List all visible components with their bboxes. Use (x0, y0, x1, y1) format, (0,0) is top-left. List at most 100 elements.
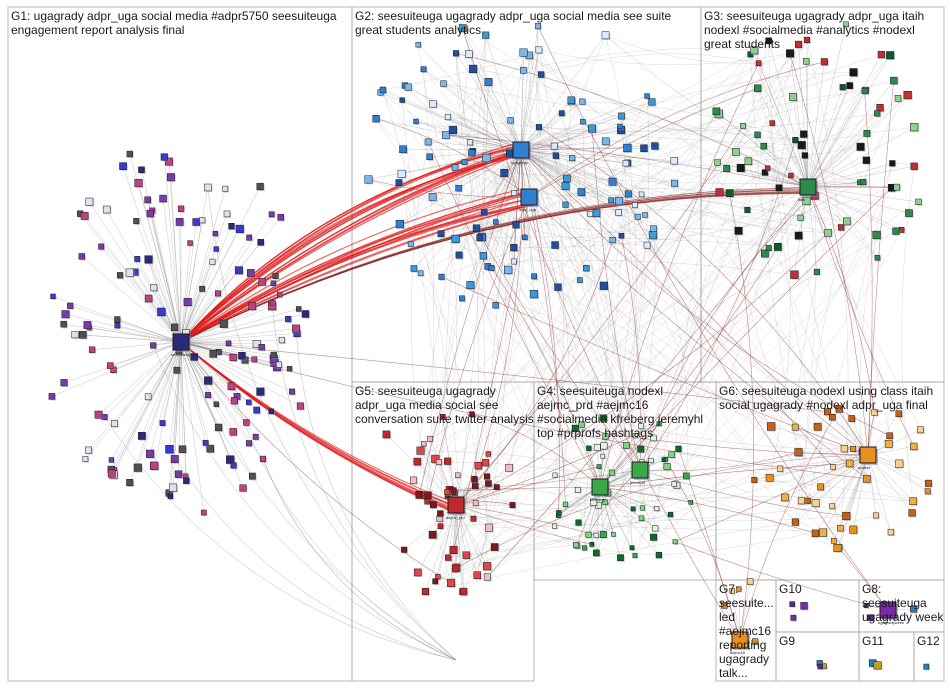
node[interactable] (630, 506, 636, 512)
node[interactable] (862, 156, 870, 164)
node[interactable] (144, 393, 152, 401)
node[interactable] (585, 531, 592, 538)
node[interactable] (159, 194, 167, 203)
node[interactable] (592, 209, 601, 218)
node[interactable] (824, 408, 831, 416)
node[interactable] (234, 266, 243, 275)
node[interactable] (246, 234, 253, 241)
node[interactable] (85, 446, 92, 454)
node[interactable] (801, 152, 808, 159)
node[interactable] (251, 356, 258, 363)
node[interactable] (214, 423, 223, 432)
node[interactable] (617, 554, 624, 562)
node[interactable] (228, 223, 235, 230)
node[interactable] (246, 399, 252, 406)
node[interactable] (910, 605, 918, 613)
node[interactable] (444, 489, 450, 495)
node[interactable] (618, 232, 625, 239)
node[interactable] (138, 166, 145, 174)
node[interactable] (437, 510, 444, 517)
node[interactable] (167, 493, 174, 500)
node[interactable] (79, 330, 87, 339)
node[interactable] (178, 445, 187, 453)
node[interactable] (204, 183, 212, 192)
node[interactable] (60, 320, 67, 328)
node[interactable] (144, 255, 153, 264)
node[interactable] (146, 449, 155, 458)
node[interactable] (248, 302, 257, 311)
node[interactable] (239, 484, 247, 492)
node[interactable] (401, 546, 408, 553)
node[interactable] (642, 212, 648, 218)
node[interactable] (596, 464, 602, 469)
node[interactable] (466, 281, 475, 290)
node[interactable] (895, 410, 903, 417)
node[interactable] (682, 472, 690, 480)
node[interactable] (215, 290, 221, 297)
node[interactable] (593, 549, 600, 557)
node[interactable] (157, 307, 166, 317)
node[interactable] (886, 432, 893, 439)
node[interactable] (285, 316, 292, 323)
node[interactable] (736, 163, 745, 172)
node[interactable] (551, 241, 559, 249)
node[interactable] (843, 217, 851, 226)
node[interactable] (472, 482, 479, 490)
node[interactable] (270, 351, 277, 359)
node[interactable] (150, 461, 159, 470)
node[interactable] (910, 123, 919, 132)
node[interactable] (444, 457, 452, 465)
node[interactable] (238, 352, 246, 360)
node[interactable] (481, 459, 490, 467)
node[interactable] (688, 499, 694, 505)
node[interactable] (668, 451, 675, 458)
node[interactable] (204, 376, 213, 385)
node[interactable] (476, 234, 484, 242)
node[interactable] (484, 473, 491, 480)
node[interactable] (638, 515, 645, 521)
node[interactable] (235, 224, 244, 233)
node[interactable] (256, 182, 264, 191)
node[interactable] (892, 227, 900, 235)
node[interactable] (415, 41, 421, 48)
node[interactable] (461, 159, 468, 165)
node[interactable] (750, 46, 759, 55)
node[interactable] (379, 86, 387, 94)
node[interactable] (209, 350, 218, 358)
node[interactable] (150, 342, 157, 349)
node[interactable] (529, 290, 539, 299)
node[interactable] (640, 144, 648, 152)
node[interactable] (587, 211, 594, 217)
node[interactable] (577, 188, 586, 196)
node[interactable] (535, 124, 542, 131)
node[interactable] (446, 578, 456, 587)
node[interactable] (276, 291, 283, 298)
node[interactable] (187, 240, 193, 246)
node[interactable] (417, 270, 424, 276)
node[interactable] (133, 218, 140, 225)
node[interactable] (509, 502, 516, 509)
node[interactable] (421, 440, 427, 447)
node[interactable] (126, 479, 134, 487)
node[interactable] (629, 545, 635, 551)
hub-node-itaih[interactable] (799, 178, 817, 196)
node[interactable] (102, 205, 111, 214)
node[interactable] (67, 302, 74, 309)
node[interactable] (632, 553, 638, 558)
node[interactable] (552, 523, 557, 529)
node[interactable] (672, 539, 678, 545)
node[interactable] (88, 346, 96, 353)
node[interactable] (382, 430, 391, 439)
node[interactable] (618, 112, 625, 120)
node[interactable] (213, 246, 219, 252)
node[interactable] (639, 505, 645, 511)
node[interactable] (556, 510, 562, 516)
node[interactable] (573, 542, 580, 549)
node[interactable] (602, 433, 609, 440)
node[interactable] (78, 253, 85, 260)
node[interactable] (764, 165, 771, 171)
node[interactable] (431, 454, 440, 464)
node[interactable] (247, 269, 255, 277)
node[interactable] (819, 528, 828, 537)
node[interactable] (82, 456, 89, 462)
